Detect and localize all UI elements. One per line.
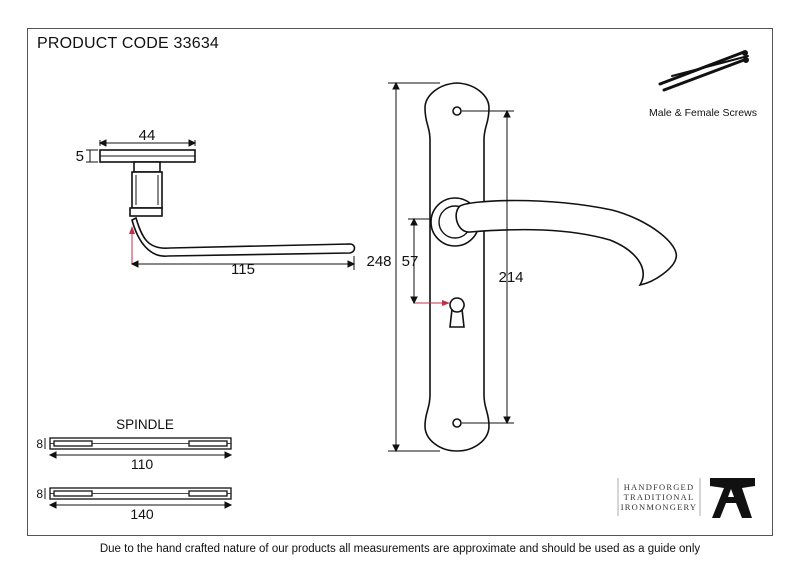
brand-logo: HANDFORGED TRADITIONAL IRONMONGERY: [617, 478, 755, 518]
label-rose-width: 44: [139, 127, 156, 144]
spindle-110-length-dim: [48, 451, 233, 459]
logo-line-3: IRONMONGERY: [621, 502, 697, 512]
keyhole: [449, 297, 465, 328]
label-rose-height: 5: [76, 148, 84, 165]
dim-rose-height: [86, 149, 98, 163]
screws-label: Male & Female Screws: [649, 107, 757, 119]
spindle-140-size: 8: [36, 487, 43, 501]
backplate: [424, 82, 490, 452]
lever-side-view: [99, 149, 356, 264]
label-fixing-centres: 214: [498, 269, 523, 286]
keyhole-marker: [414, 300, 450, 306]
dim-lever-length: [130, 256, 356, 270]
anvil-icon: [710, 478, 755, 518]
dim-rose-width: [98, 139, 197, 147]
spindle-140: [49, 487, 232, 500]
dim-plate-height: [388, 81, 440, 453]
dim-fixing-centres: [462, 109, 514, 425]
dim-centres: [408, 217, 432, 305]
spindle-140-length-dim: [48, 501, 233, 509]
spindle-title: SPINDLE: [116, 417, 174, 432]
lever-handle: [455, 199, 678, 287]
label-lever-length: 115: [231, 261, 255, 278]
drawing-frame: [27, 28, 773, 536]
logo-line-2: TRADITIONAL: [624, 492, 695, 502]
top-screw-hole: [452, 106, 462, 116]
spindle-140-length: 140: [130, 506, 154, 522]
bottom-screw-hole: [452, 418, 462, 428]
logo-line-1: HANDFORGED: [624, 482, 695, 492]
spindle-110-size: 8: [36, 437, 43, 451]
backplate-front-view: [424, 82, 678, 452]
product-code: PRODUCT CODE 33634: [37, 35, 220, 52]
spindle-110: [49, 437, 232, 450]
screws-icon: [658, 50, 749, 92]
disclaimer: Due to the hand crafted nature of our pr…: [99, 543, 701, 555]
label-centres: 57: [402, 253, 419, 270]
spindle-110-length: 110: [131, 456, 154, 472]
label-plate-height: 248: [366, 253, 391, 270]
